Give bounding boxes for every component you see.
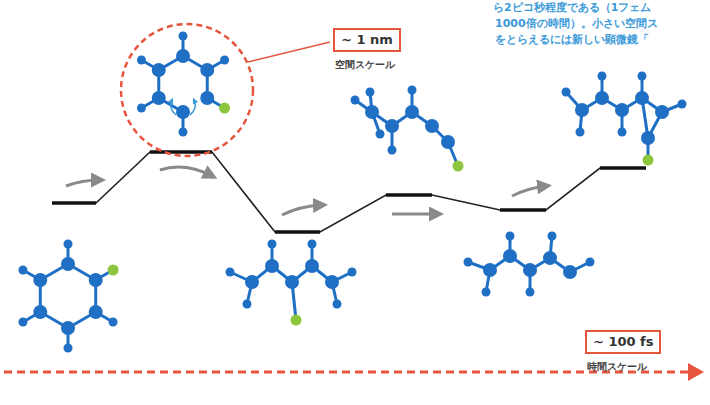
scale-box: ~ 1 nm 空間スケール — [333, 28, 401, 72]
body-text: をとらえるには新しい顕微鏡「 — [495, 33, 649, 47]
energy-level — [386, 193, 432, 197]
bond-arrow — [171, 100, 176, 115]
molecule — [351, 86, 464, 172]
energy-profile — [52, 152, 646, 232]
energy-level — [600, 166, 646, 170]
scale-box: ~ 100 fs 時間スケール — [585, 330, 661, 374]
body-text: 1000倍の時間）。小さい空間ス — [495, 17, 658, 31]
progress-arrow — [512, 186, 546, 196]
time-arrowhead — [688, 363, 704, 381]
energy-level — [52, 201, 96, 205]
progress-arrow — [66, 180, 100, 186]
bond-arrow — [190, 100, 195, 115]
molecule — [226, 240, 357, 326]
scale-caption: 時間スケール — [585, 360, 661, 374]
scale-value: ~ 100 fs — [585, 330, 661, 354]
focus-circle — [121, 24, 253, 156]
molecule — [18, 240, 118, 353]
scale-value: ~ 1 nm — [333, 28, 401, 52]
molecule — [464, 232, 595, 297]
progress-arrow — [160, 167, 212, 176]
molecule — [562, 72, 687, 166]
scale-caption: 空間スケール — [333, 58, 401, 72]
leader-line — [248, 42, 330, 62]
progress-arrow — [392, 213, 438, 216]
molecule — [137, 32, 230, 137]
energy-level — [275, 230, 320, 234]
body-text: ら2ピコ秒程度である（1フェム — [493, 1, 651, 15]
progress-arrow — [282, 205, 322, 215]
energy-level — [500, 208, 546, 212]
